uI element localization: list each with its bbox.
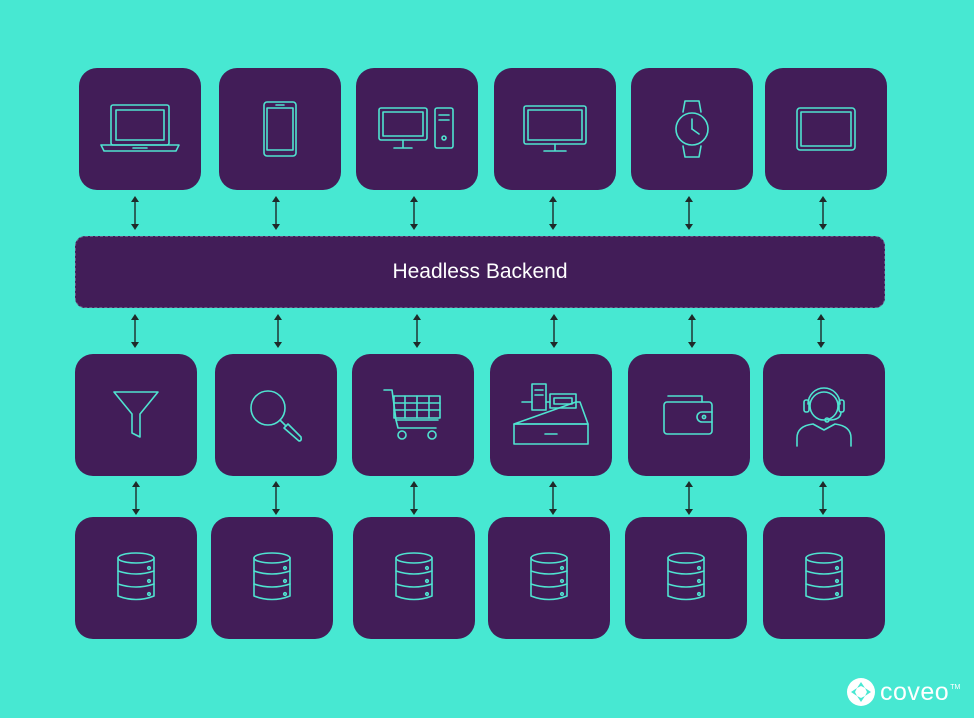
service-tile-shopping-cart — [352, 354, 474, 476]
service-tile-filter — [75, 354, 197, 476]
tablet-icon — [796, 107, 856, 151]
desktop-computer-icon — [378, 107, 454, 149]
database-icon — [253, 552, 291, 601]
service-tile-support-agent — [763, 354, 885, 476]
support-agent-headset-icon — [796, 387, 852, 447]
device-tile-desktop-computer — [356, 68, 478, 190]
database-icon — [395, 552, 433, 601]
database-tile — [763, 517, 885, 639]
database-icon — [530, 552, 568, 601]
service-tile-cash-register — [490, 354, 612, 476]
database-icon — [117, 552, 155, 601]
bidirectional-arrow — [271, 195, 281, 231]
smartwatch-icon — [675, 100, 709, 158]
bidirectional-arrow — [271, 480, 281, 516]
service-tile-wallet — [628, 354, 750, 476]
bidirectional-arrow — [684, 195, 694, 231]
bidirectional-arrow — [131, 480, 141, 516]
database-tile — [488, 517, 610, 639]
coveo-wordmark: coveo — [880, 677, 950, 706]
bidirectional-arrow — [273, 313, 283, 349]
wallet-icon — [663, 395, 713, 435]
bidirectional-arrow — [816, 313, 826, 349]
database-icon — [805, 552, 843, 601]
bidirectional-arrow — [684, 480, 694, 516]
service-tile-search — [215, 354, 337, 476]
bidirectional-arrow — [130, 313, 140, 349]
device-tile-smartphone — [219, 68, 341, 190]
bidirectional-arrow — [130, 195, 140, 231]
laptop-icon — [100, 104, 180, 152]
bidirectional-arrow — [687, 313, 697, 349]
bidirectional-arrow — [548, 480, 558, 516]
bidirectional-arrow — [412, 313, 422, 349]
search-icon — [250, 390, 303, 442]
device-tile-monitor — [494, 68, 616, 190]
headless-backend: Headless Backend — [75, 236, 885, 308]
coveo-mark-icon — [847, 678, 875, 706]
filter-funnel-icon — [113, 391, 159, 438]
bidirectional-arrow — [549, 313, 559, 349]
device-tile-laptop — [79, 68, 201, 190]
bidirectional-arrow — [548, 195, 558, 231]
device-tile-tablet — [765, 68, 887, 190]
database-tile — [75, 517, 197, 639]
database-icon — [667, 552, 705, 601]
backend-label: Headless Backend — [392, 260, 568, 283]
smartphone-icon — [263, 101, 297, 157]
database-tile — [211, 517, 333, 639]
bidirectional-arrow — [818, 480, 828, 516]
device-tile-smartwatch — [631, 68, 753, 190]
cash-register-icon — [513, 383, 589, 445]
shopping-cart-icon — [383, 389, 441, 440]
database-tile — [353, 517, 475, 639]
database-tile — [625, 517, 747, 639]
bidirectional-arrow — [409, 480, 419, 516]
bidirectional-arrow — [818, 195, 828, 231]
trademark-symbol: TM — [950, 684, 961, 691]
coveo-logo: coveo TM — [846, 676, 960, 708]
monitor-icon — [523, 105, 587, 152]
bidirectional-arrow — [409, 195, 419, 231]
